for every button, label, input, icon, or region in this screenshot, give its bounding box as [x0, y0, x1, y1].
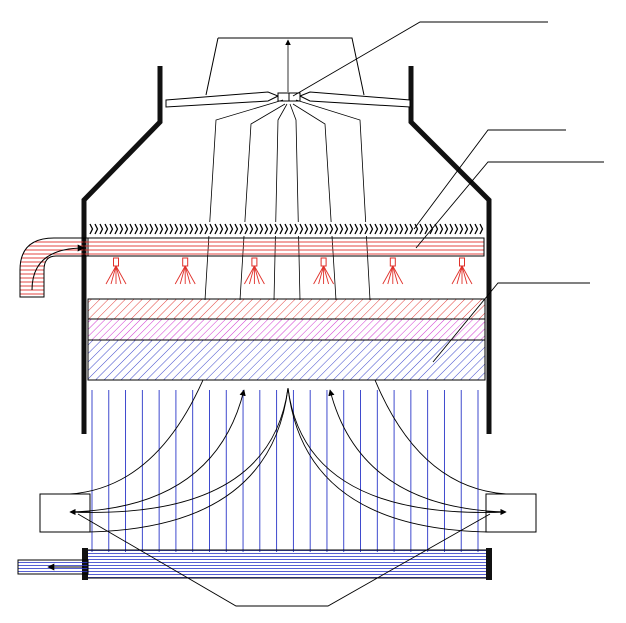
fill-layer-red: [87, 298, 486, 320]
air-flow-curves: [40, 379, 536, 533]
leader-air-inlets: [77, 513, 491, 607]
spray-nozzle: [244, 257, 265, 285]
cold-water-basin: [17, 548, 492, 580]
inlet-elbow: [19, 237, 89, 298]
spray-nozzle: [174, 257, 196, 285]
spray-nozzles: [105, 257, 473, 285]
fan-blade-left: [165, 91, 280, 108]
inlet-flow-arrow: [31, 244, 85, 291]
spray-nozzle: [105, 257, 127, 285]
spray-nozzle: [313, 257, 334, 285]
leader-fan: [292, 21, 548, 97]
leader-distribution: [415, 161, 604, 249]
spray-nozzle: [382, 257, 404, 285]
drift-eliminator: [88, 222, 485, 236]
shell-right-wall: [408, 66, 492, 434]
distribution-header: [83, 237, 485, 257]
hot-water-inlet-pipe: [19, 237, 485, 298]
fill-media: [87, 298, 486, 381]
leader-eliminator: [413, 129, 566, 230]
leader-lines: [77, 21, 604, 607]
basin-end-right: [486, 548, 492, 580]
basin-body: [85, 549, 491, 579]
spray-nozzle: [451, 257, 473, 285]
exhaust-plume: [205, 37, 365, 96]
rain-zone-lines: [91, 390, 479, 552]
air-inlet-left: [39, 493, 91, 533]
shell-left-wall: [81, 66, 163, 434]
leader-fill: [432, 282, 590, 363]
fan-blade-right: [298, 91, 411, 108]
fill-layer-blue: [87, 339, 486, 381]
fan-assembly: [165, 91, 411, 108]
airflow-lines-upper: [204, 39, 371, 301]
air-inlet-right: [485, 493, 537, 533]
fill-layer-magenta: [87, 318, 486, 341]
tower-shell: [81, 66, 492, 434]
